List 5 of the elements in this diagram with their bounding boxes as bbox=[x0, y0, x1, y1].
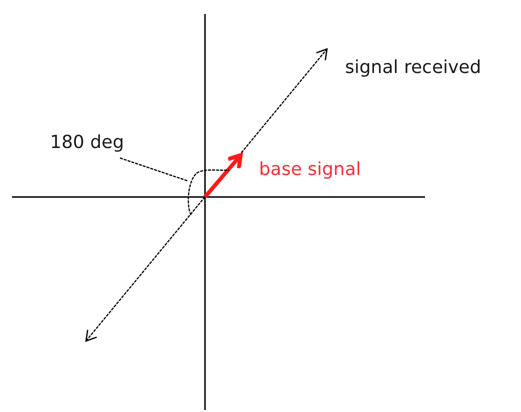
angle-arc bbox=[188, 169, 230, 216]
leader-line bbox=[120, 157, 188, 182]
signal-label: signal received bbox=[345, 57, 482, 79]
angle-label: 180 deg bbox=[50, 132, 124, 154]
signal-label: base signal bbox=[259, 159, 361, 181]
